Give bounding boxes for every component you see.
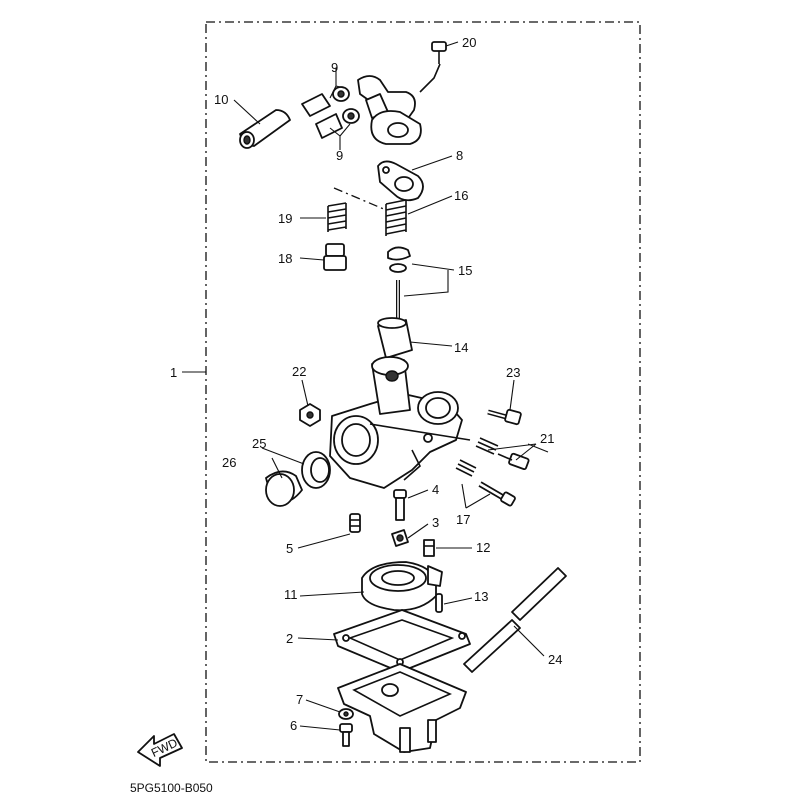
callout-26: 26 [222,455,236,470]
fwd-arrow: FWD [137,733,183,767]
callout-15: 15 [458,263,472,278]
callout-13: 13 [474,589,488,604]
callout-9-lower: 9 [336,148,343,163]
part-24-hose [463,567,567,673]
callout-3: 3 [432,515,439,530]
callout-labels: 1 20 9 9 10 8 16 19 18 15 14 22 23 21 17… [170,35,562,733]
part-21-screws [475,437,530,471]
callout-14: 14 [454,340,468,355]
part-float-bowl [337,663,467,753]
part-2-gasket [333,609,471,673]
callout-6: 6 [290,718,297,733]
part-elbow-pipe [357,63,441,145]
callout-1: 1 [170,365,177,380]
callout-20: 20 [462,35,476,50]
callout-5: 5 [286,541,293,556]
callout-24: 24 [548,652,562,667]
part-13-pin [435,593,443,613]
part-19-spring [327,202,347,232]
callout-12: 12 [476,540,490,555]
part-25-ring [301,451,331,489]
part-9-fitting-upper [301,86,350,117]
callout-10: 10 [214,92,228,107]
callout-8: 8 [456,148,463,163]
leader-lines [182,41,549,731]
callout-21: 21 [540,431,554,446]
part-carburetor-body [329,356,471,489]
part-16-spring [385,199,407,236]
part-26-ring [265,470,303,507]
callout-2: 2 [286,631,293,646]
callout-18: 18 [278,251,292,266]
assembly-frame [205,21,641,763]
callout-22: 22 [292,364,306,379]
part-12-jet [423,539,435,557]
part-8-plate [377,160,424,202]
link-line-19-16 [333,187,387,211]
part-18-plug [323,243,347,271]
callout-11: 11 [284,587,298,602]
part-9-fitting-lower [315,108,360,139]
part-11-float [361,561,443,612]
part-15-seat-needle [387,246,411,318]
part-22-nut [299,403,321,427]
callout-17: 17 [456,512,470,527]
part-4-jet-holder [393,489,407,521]
callout-4: 4 [432,482,439,497]
part-5-jet [349,513,361,533]
part-3-main-jet [391,529,409,547]
callout-25: 25 [252,436,266,451]
callout-19: 19 [278,211,292,226]
part-10-cap [239,109,291,149]
callout-16: 16 [454,188,468,203]
part-23-screw [487,408,522,426]
part-14-throttle-slide [377,317,413,359]
diagram-code: 5PG5100-B050 [130,781,213,795]
callout-7: 7 [296,692,303,707]
part-6-screw [339,723,353,747]
callout-23: 23 [506,365,520,380]
part-7-washer [338,708,354,720]
part-20-screw [431,41,447,64]
callout-9-upper: 9 [331,60,338,75]
part-17-pilot-screw [455,459,516,507]
